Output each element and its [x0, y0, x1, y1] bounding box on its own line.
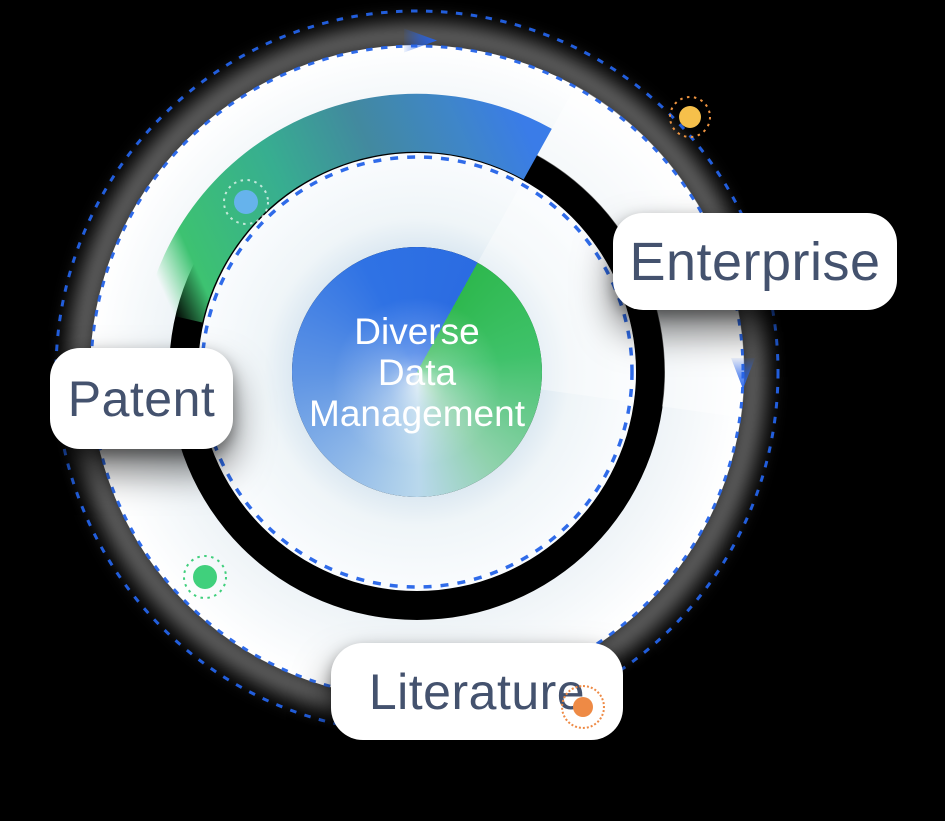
gradient-progress-arc — [145, 93, 552, 323]
green-dot-ring — [183, 555, 227, 599]
blue-dot-ring — [223, 179, 269, 225]
center-title-line-1: Diverse — [354, 310, 480, 352]
green-dot — [193, 565, 217, 589]
orbit-arrow-top-icon — [404, 28, 437, 53]
literature-card-label: Literature — [368, 663, 586, 720]
center-title-line-2: Data — [377, 351, 457, 393]
center-title: Diverse Data Management — [309, 311, 525, 434]
patent-card-label: Patent — [67, 370, 216, 427]
center-circle: Diverse Data Management — [292, 247, 542, 497]
orbit-arrow-right-icon — [731, 358, 755, 389]
blue-dot-on-arc — [234, 190, 258, 214]
enterprise-card: Enterprise — [613, 213, 897, 310]
inner-dashed-circle — [200, 155, 634, 589]
center-title-line-3: Management — [309, 392, 525, 434]
decorative-dots — [183, 96, 711, 599]
inner-ring — [198, 153, 636, 591]
orange-dot — [573, 697, 593, 717]
enterprise-card-label: Enterprise — [629, 231, 881, 292]
highlight-wedge-inner — [476, 180, 636, 403]
orange-dot-ring — [561, 685, 605, 729]
yellow-dot — [679, 106, 701, 128]
yellow-dot-ring — [669, 96, 711, 138]
outer-orbit-dashed-circle — [54, 9, 780, 735]
patent-card: Patent — [50, 348, 233, 449]
